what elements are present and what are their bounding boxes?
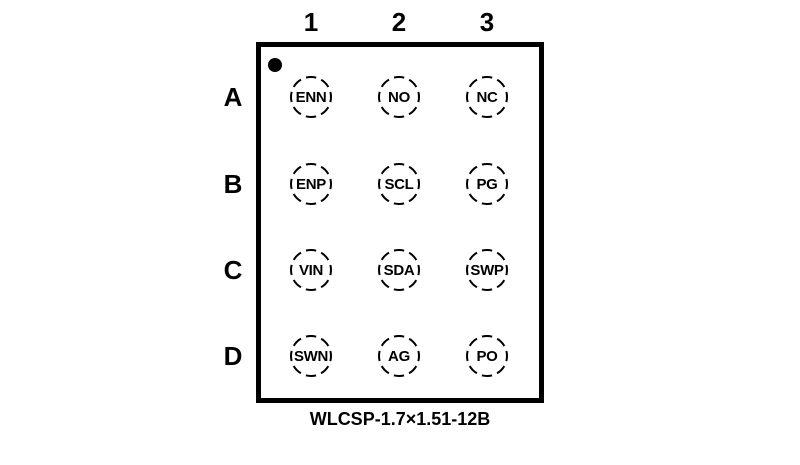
package-outline — [256, 42, 544, 403]
pin-ball-circle — [378, 76, 420, 118]
pin-ball-circle — [378, 335, 420, 377]
pin-ball-circle — [290, 335, 332, 377]
pin-ball-circle — [466, 76, 508, 118]
pin-d2: AG — [377, 334, 421, 378]
pin-a1: ENN — [289, 75, 333, 119]
pin-label: SDA — [383, 261, 415, 279]
pin-label: SCL — [384, 175, 414, 193]
pin-ball-circle — [466, 163, 508, 205]
pin-a3: NC — [465, 75, 509, 119]
pin1-indicator-dot — [268, 58, 282, 72]
pin-label: AG — [388, 347, 410, 365]
pin-b2: SCL — [377, 162, 421, 206]
pin-ball-circle — [290, 163, 332, 205]
row-header-d: D — [223, 341, 243, 371]
pin-ball-circle — [290, 249, 332, 291]
pin-label: NO — [388, 88, 410, 106]
pin-label: NC — [476, 88, 498, 106]
pin-label: PO — [476, 347, 498, 365]
pin-ball-circle — [466, 249, 508, 291]
pin-label: ENP — [296, 175, 326, 193]
pin-b1: ENP — [289, 162, 333, 206]
pin-label: PG — [476, 175, 498, 193]
column-header-3: 3 — [479, 7, 495, 37]
pin-ball-circle — [290, 76, 332, 118]
pin-label: SWP — [470, 261, 504, 279]
column-header-1: 1 — [303, 7, 319, 37]
package-caption: WLCSP-1.7×1.51-12B — [309, 409, 491, 429]
pin-d1: SWN — [289, 334, 333, 378]
pin-label: ENN — [295, 88, 327, 106]
pin-a2: NO — [377, 75, 421, 119]
pin-ball-circle — [466, 335, 508, 377]
pin-c3: SWP — [465, 248, 509, 292]
pin-ball-circle — [378, 163, 420, 205]
pin-b3: PG — [465, 162, 509, 206]
row-header-c: C — [223, 255, 243, 285]
pin-d3: PO — [465, 334, 509, 378]
column-header-2: 2 — [391, 7, 407, 37]
row-header-b: B — [223, 169, 243, 199]
pin-label: SWN — [293, 347, 329, 365]
pin-c2: SDA — [377, 248, 421, 292]
row-header-a: A — [223, 82, 243, 112]
pin-label: VIN — [298, 261, 324, 279]
pin-c1: VIN — [289, 248, 333, 292]
pin-ball-circle — [378, 249, 420, 291]
